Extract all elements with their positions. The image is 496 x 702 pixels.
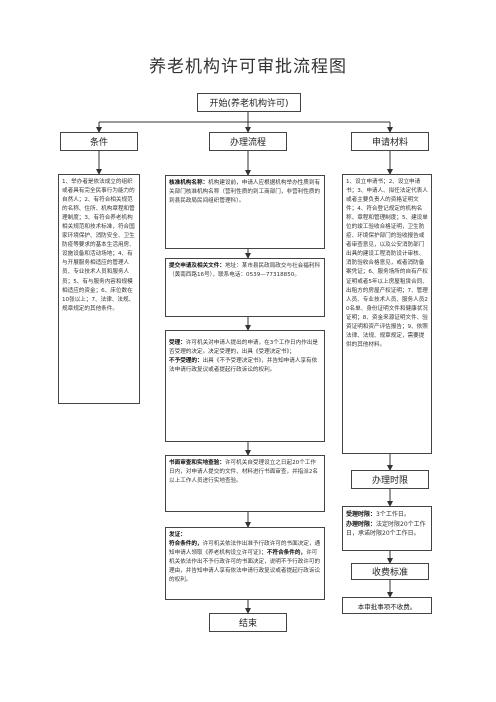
step-text-reject: 出具《不予受理决定书》，并告知申请人享有依法申请行政复议或者提起行政诉讼的权利。 — [169, 358, 318, 374]
conditions-box: 1、举办者是依法成立的组织或者具有完全民事行为能力的自然人；2、有符合相关规范的… — [58, 174, 140, 404]
process-step-acceptance: 受理：许可机关对申请人提出的申请，在3个工作日内作出是否受理的决定。决定受理的，… — [165, 330, 325, 442]
materials-box: 1、设立申请书；2、设立申请书；3、申请人、拟任法定代表人或者主要负责人的资格证… — [342, 174, 432, 454]
time-limit-box: 受理时限：3个工作日。 办理时限：法定时限20个工作日，承诺时限20个工作日。 — [342, 506, 432, 551]
step-label: 受理： — [169, 340, 186, 346]
process-step-review: 书面审查和实地查验：许可机关自受理设立之日起20个工作日内，对申请人提交的文件、… — [165, 455, 325, 512]
step-text-pass: 许可机关依法作出准予行政许可的书面决定，通知申请人领取《养老机构设立许可证》； — [169, 541, 321, 557]
step-text-fail: 许可机关依法作出不予行政许可的书面决定，说明不予行政许可的理由，并告知申请人享有… — [169, 550, 321, 584]
column-header-process: 办理流程 — [209, 132, 287, 151]
page-title: 养老机构许可审批流程图 — [149, 57, 347, 77]
step-label-fail: 不符合条件的， — [266, 550, 307, 557]
step-text: 许可机关对申请人提出的申请，在3个工作日内作出是否受理的决定。决定受理的，出具《… — [169, 340, 319, 356]
process-step-certificate: 发证： 符合条件的，许可机关依法作出准予行政许可的书面决定，通知申请人领取《养老… — [165, 527, 325, 600]
step-label: 核准机构名称： — [169, 180, 209, 186]
time-limit-header: 办理时限 — [351, 470, 429, 489]
step-text: 机构建设前，申请人应根据机构举办性质到有关部门核准机构名称（营利性质的到工商部门… — [169, 180, 321, 205]
column-header-conditions: 条件 — [60, 132, 138, 151]
fee-box: 本审批事项不收费。 — [342, 597, 432, 614]
column-header-materials: 申请材料 — [351, 132, 429, 151]
process-time-label: 办理时限： — [346, 520, 377, 528]
step-text: 地址：某市县民政局政交与社会福利科（黄南西路16号），联系电话：0539—773… — [169, 263, 321, 279]
process-time-text: 法定时限20个工作日，承诺时限20个工作日。 — [346, 520, 426, 538]
step-label-reject: 不予受理的： — [169, 358, 203, 365]
start-node: 开始(养老机构许可) — [197, 93, 301, 112]
step-label: 提交申请及相关文件： — [169, 263, 225, 269]
step-label: 发证： — [169, 532, 186, 538]
end-node: 结束 — [209, 613, 287, 632]
step-text: 许可机关自受理设立之日起20个工作日内，对申请人提交的文件、材料进行书面审查，并… — [169, 460, 318, 485]
step-label: 书面审查和实地查验： — [169, 460, 225, 466]
fee-header: 收费标准 — [351, 563, 429, 580]
accept-time-text: 3个工作日。 — [376, 511, 410, 518]
process-step-submit: 提交申请及相关文件：地址：某市县民政局政交与社会福利科（黄南西路16号），联系电… — [165, 258, 325, 317]
step-label-pass: 符合条件的， — [169, 541, 203, 548]
accept-time-label: 受理时限： — [346, 511, 377, 518]
process-step-name-approval: 核准机构名称：机构建设前，申请人应根据机构举办性质到有关部门核准机构名称（营利性… — [165, 175, 325, 249]
